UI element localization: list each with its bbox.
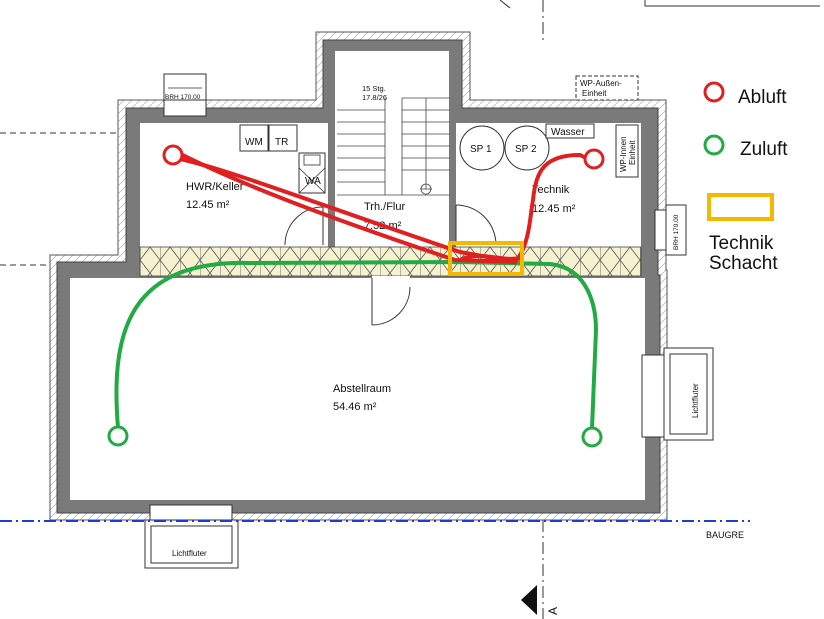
- legend-schacht-label-1: Technik: [709, 233, 774, 254]
- lichtfluter-right-label: Lichtfluter: [691, 383, 700, 418]
- door-technik: [455, 204, 497, 246]
- stairs: [337, 97, 450, 196]
- legend-schacht-label-2: Schacht: [709, 253, 778, 274]
- wp-innen-line1: WP-Innen: [619, 136, 628, 172]
- legend-schacht-icon: [707, 193, 774, 221]
- zuluft-ducts: [114, 259, 599, 430]
- sp2-label: SP 2: [515, 144, 537, 155]
- brh-top-label: BRH 170.00: [165, 94, 201, 101]
- wp-aussen-line1: WP-Außen-: [580, 79, 622, 88]
- brh-right-label: BRH 170.00: [673, 214, 680, 250]
- wp-innen-line2: Einheit: [628, 140, 637, 165]
- zuluft-outlet-right: [581, 426, 603, 448]
- legend-zuluft-label: Zuluft: [740, 139, 788, 160]
- wp-innen-box: [615, 124, 639, 178]
- tr-label: TR: [275, 137, 288, 148]
- wm-label: WM: [245, 137, 263, 148]
- technik-schacht: [448, 241, 524, 276]
- window-brh-right: [654, 204, 687, 256]
- wasser-label: Wasser: [551, 127, 585, 138]
- hwr-name: HWR/Keller: [186, 181, 244, 193]
- zuluft-outlet-left: [107, 425, 129, 447]
- room-treppe: [335, 51, 449, 247]
- tr-box: [268, 124, 298, 152]
- door-abstellraum: [371, 276, 411, 326]
- lichtfluter-bottom-label: Lichtfluter: [172, 549, 207, 558]
- section-marker: [521, 585, 537, 615]
- wp-aussen-line2: Einheit: [582, 89, 607, 98]
- wa-label: WA: [305, 176, 321, 187]
- abstellraum-name: Abstellraum: [333, 383, 391, 395]
- lichtfluter-bottom: [144, 504, 239, 569]
- legend: [703, 81, 774, 221]
- abluft-outlet-hwr: [162, 144, 184, 166]
- abstellraum-area: 54.46 m²: [333, 401, 377, 413]
- abluft-ducts: [171, 148, 592, 264]
- wasser-box: [545, 123, 595, 139]
- section-label: A: [546, 607, 560, 615]
- stairs-dim: 17.8/26: [362, 93, 387, 102]
- wa-sink: [298, 152, 326, 194]
- wp-aussen-box: [575, 75, 639, 101]
- abluft-outlet-technik: [583, 148, 605, 170]
- hwr-area: 12.45 m²: [186, 199, 230, 211]
- treppe-name: Trh./Flur: [364, 201, 405, 213]
- wm-box: [239, 124, 269, 152]
- window-brh-top: [163, 73, 207, 117]
- sp1-label: SP 1: [470, 144, 492, 155]
- technik-name: Technik: [532, 184, 570, 196]
- technik-area: 12.45 m²: [532, 203, 576, 215]
- stairs-count: 15 Stg.: [362, 84, 386, 93]
- room-abstellraum: [70, 278, 645, 500]
- baugrenze-label: BAUGRE: [706, 530, 744, 540]
- legend-abluft-icon: [703, 81, 725, 103]
- lichtfluter-right: [641, 347, 714, 441]
- legend-abluft-label: Abluft: [738, 87, 787, 108]
- sp1-tank: [459, 125, 505, 171]
- sp2-tank: [504, 125, 550, 171]
- legend-zuluft-icon: [703, 134, 725, 156]
